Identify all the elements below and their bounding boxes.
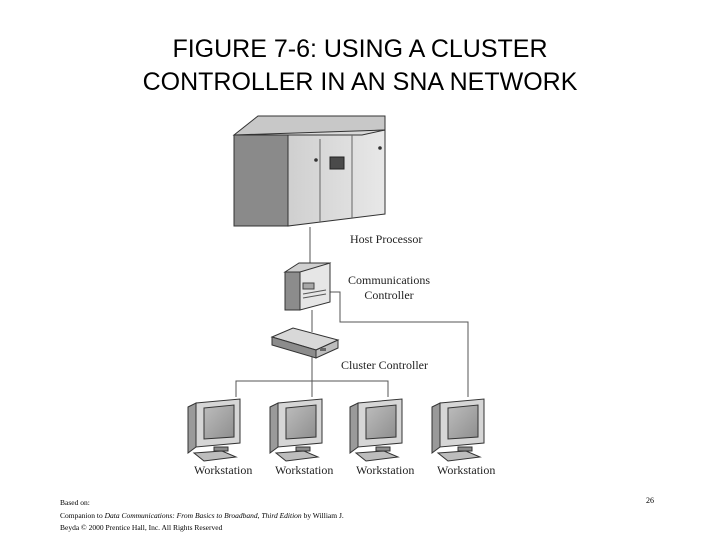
citation-line-1: Based on: [60,498,90,507]
communications-controller-label-line-2: Controller [364,288,414,302]
workstation-3-label: Workstation [356,463,415,477]
workstation-1-icon [187,398,241,462]
host-processor-label: Host Processor [350,232,423,246]
comm-to-far-workstation-link [330,291,469,397]
slide-title: FIGURE 7-6: USING A CLUSTER CONTROLLER I… [60,33,660,99]
citation-line-2: Companion to Data Communications: From B… [60,510,344,523]
workstation-1-label: Workstation [194,463,253,477]
workstation-2-icon [269,398,323,462]
source-citation: Based on: Companion to Data Communicatio… [60,497,344,535]
slide-title-line-1: FIGURE 7-6: USING A CLUSTER [172,35,548,63]
cluster-controller-label: Cluster Controller [341,358,428,372]
communications-controller-icon [283,262,332,311]
citation-suffix: by William J. [303,510,344,520]
citation-prefix: Companion to [60,510,103,520]
workstation-4-label: Workstation [437,463,496,477]
citation-book-title: Data Communications: From Basics to Broa… [104,510,302,520]
connection-lines [235,227,469,397]
slide-title-line-2: CONTROLLER IN AN SNA NETWORK [142,68,578,96]
communications-controller-label: Communications Controller [343,273,435,303]
cluster-controller-icon [270,327,340,359]
workstation-2-label: Workstation [275,463,334,477]
workstation-3-icon [349,398,403,462]
host-processor-icon [232,115,386,227]
communications-controller-label-line-1: Communications [348,273,430,287]
page-number: 26 [646,496,654,505]
workstation-4-icon [431,398,485,462]
citation-line-3: Beyda © 2000 Prentice Hall, Inc. All Rig… [60,523,223,532]
